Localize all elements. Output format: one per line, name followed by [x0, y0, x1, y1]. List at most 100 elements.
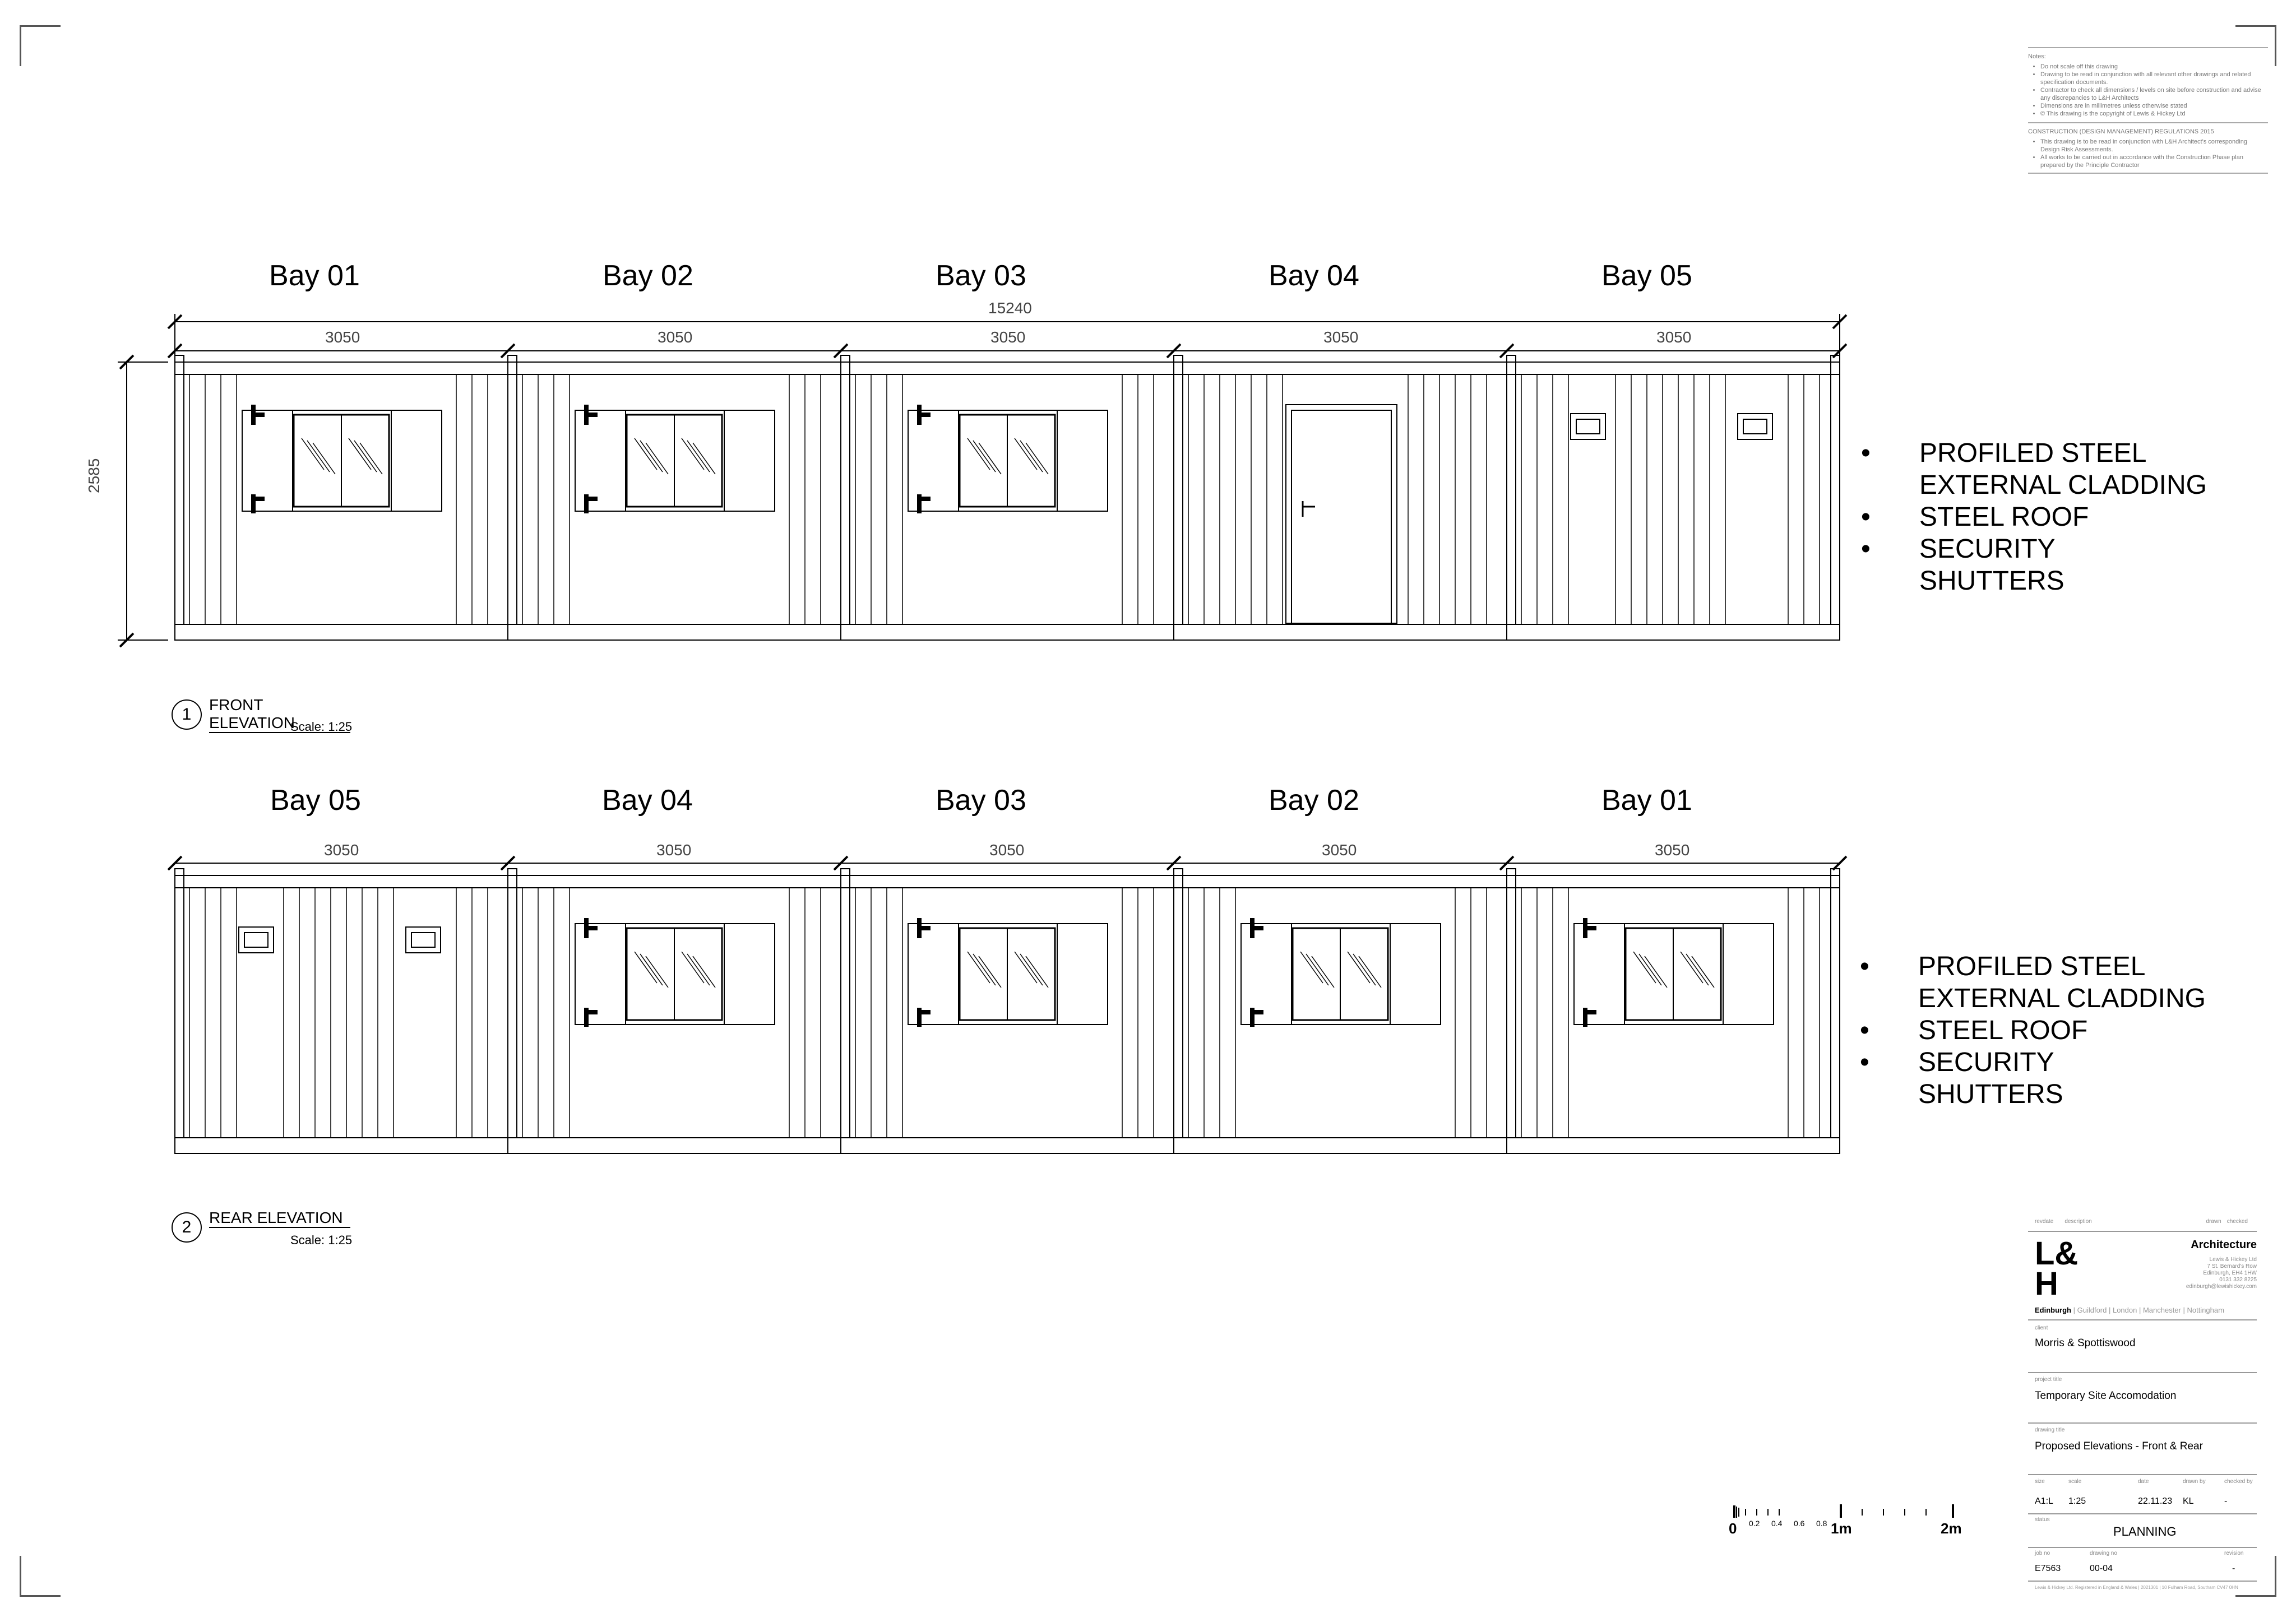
drawing-label: drawing title [2035, 1427, 2065, 1433]
rear-bay-dimension: 3050 [1322, 841, 1357, 859]
dimension-lines [118, 314, 1848, 871]
scale-bar [1733, 1504, 1954, 1518]
job-number: E7563 [2035, 1564, 2061, 1573]
notes-heading: Notes: [2028, 53, 2046, 60]
dimension-tick [1166, 343, 1182, 359]
front-bay-label: Bay 05 [1601, 259, 1692, 292]
shutter-hinge-icon [584, 405, 598, 425]
shutter-hinge-icon [917, 918, 931, 938]
scale-label-tb: scale [2068, 1479, 2082, 1485]
note-text: STEEL ROOF [1919, 502, 2089, 532]
note-item: Contractor to check all dimensions / lev… [2040, 86, 2268, 102]
bullet: • [1861, 502, 1871, 532]
vent-icon [405, 926, 441, 953]
dimension-tick [1499, 343, 1515, 359]
base-rail [174, 1137, 1840, 1154]
rear-bay-dimension: 3050 [656, 841, 692, 859]
company-address: Lewis & Hickey Ltd 7 St. Bernard's Row E… [2186, 1257, 2257, 1290]
rear-bay-label: Bay 03 [936, 784, 1026, 817]
note-text: SECURITY [1919, 534, 2056, 564]
scale-label: 0.2 [1749, 1519, 1760, 1528]
front-elevation [174, 355, 1840, 641]
corner-post [840, 868, 850, 1138]
crop-mark-bottom-left [20, 1556, 61, 1597]
dimension-tick [167, 343, 183, 359]
drawing-number: 00-04 [2090, 1564, 2113, 1573]
drawing-scale: 1:25 [2068, 1496, 2086, 1506]
bullet: • [1861, 534, 1871, 564]
note-text: PROFILED STEEL [1919, 438, 2147, 468]
rear-material-notes: •PROFILED STEEL EXTERNAL CLADDING •STEEL… [1860, 951, 2266, 1110]
drawing-status: PLANNING [2113, 1524, 2177, 1538]
drawing-number-label: drawing no [2090, 1550, 2117, 1556]
corner-post [1506, 355, 1516, 625]
dimension-tick [1832, 855, 1848, 871]
note-item: © This drawing is the copyright of Lewis… [2040, 110, 2268, 118]
notes-panel: Notes: Do not scale off this drawing Dra… [2028, 46, 2268, 212]
drawn-by: KL [2183, 1496, 2194, 1506]
corner-post [507, 868, 517, 1138]
dimension-tick [500, 855, 516, 871]
vent-icon [1737, 413, 1773, 440]
date-label: date [2138, 1479, 2149, 1485]
revision-header: rev date description drawn checked [2035, 1218, 2248, 1225]
dimension-tick [1832, 343, 1848, 359]
rear-bay-label: Bay 05 [270, 784, 361, 817]
front-bay-dimension: 3050 [1656, 328, 1692, 346]
rear-bay-dimension: 3050 [1655, 841, 1690, 859]
crop-mark-bottom-right [2235, 1556, 2276, 1597]
crop-mark-top-left [20, 25, 61, 66]
rear-elevation [174, 868, 1840, 1154]
revision-label: revision [2224, 1550, 2244, 1556]
note-text: STEEL ROOF [1918, 1016, 2088, 1045]
rear-bay-dimension: 3050 [324, 841, 359, 859]
steel-roof [174, 362, 1840, 375]
bullet: • [1860, 1048, 1869, 1077]
sheet-size: A1:L [2035, 1496, 2053, 1506]
base-rail [174, 624, 1840, 641]
front-bay-label: Bay 02 [603, 259, 693, 292]
corner-post [174, 868, 184, 1138]
front-bay-dimension: 3050 [990, 328, 1026, 346]
scale-label-2m: 2m [1941, 1520, 1962, 1537]
shutter-hinge-icon [1583, 1008, 1596, 1027]
security-shutter [908, 923, 1108, 1025]
security-shutter [1573, 923, 1774, 1025]
project-label: project title [2035, 1377, 2062, 1383]
office-list: Edinburgh | Guildford | London | Manches… [2035, 1306, 2224, 1314]
vent-icon [1570, 413, 1606, 440]
shutter-hinge-icon [251, 494, 265, 513]
drawing-date: 22.11.23 [2138, 1496, 2173, 1506]
shutter-hinge-icon [1250, 918, 1263, 938]
bullet: • [1860, 1016, 1869, 1045]
corner-post [1830, 355, 1840, 625]
security-shutter [1240, 923, 1441, 1025]
rear-bay-label: Bay 02 [1269, 784, 1359, 817]
cdm-heading: CONSTRUCTION (DESIGN MANAGEMENT) REGULAT… [2028, 128, 2214, 135]
corner-post [1173, 868, 1183, 1138]
security-shutter [575, 923, 775, 1025]
dimension-tick [833, 343, 849, 359]
rear-view-scale: Scale: 1:25 [290, 1233, 353, 1247]
cdm-item: This drawing is to be read in conjunctio… [2040, 138, 2268, 154]
shutter-hinge-icon [917, 405, 931, 425]
dimension-tick [833, 855, 849, 871]
job-label: job no [2035, 1550, 2050, 1556]
title-block: rev date description drawn checked L& H … [2028, 1211, 2257, 1597]
front-material-notes: •PROFILED STEEL EXTERNAL CLADDING •STEEL… [1861, 437, 2267, 597]
shutter-hinge-icon [917, 1008, 931, 1027]
front-bay-label: Bay 04 [1269, 259, 1359, 292]
scale-label-0: 0 [1729, 1520, 1737, 1537]
corner-post [840, 355, 850, 625]
dimension-tick [500, 343, 516, 359]
status-label: status [2035, 1517, 2050, 1523]
note-text: SECURITY [1918, 1048, 2054, 1077]
shutter-hinge-icon [917, 494, 931, 513]
scale-label: 0.6 [1794, 1519, 1805, 1528]
note-item: Do not scale off this drawing [2040, 63, 2268, 71]
drawn-label: drawn by [2183, 1479, 2206, 1485]
rear-bay-label: Bay 01 [1601, 784, 1692, 817]
shutter-hinge-icon [584, 494, 598, 513]
note-item: Drawing to be read in conjunction with a… [2040, 71, 2268, 86]
shutter-hinge-icon [584, 918, 598, 938]
